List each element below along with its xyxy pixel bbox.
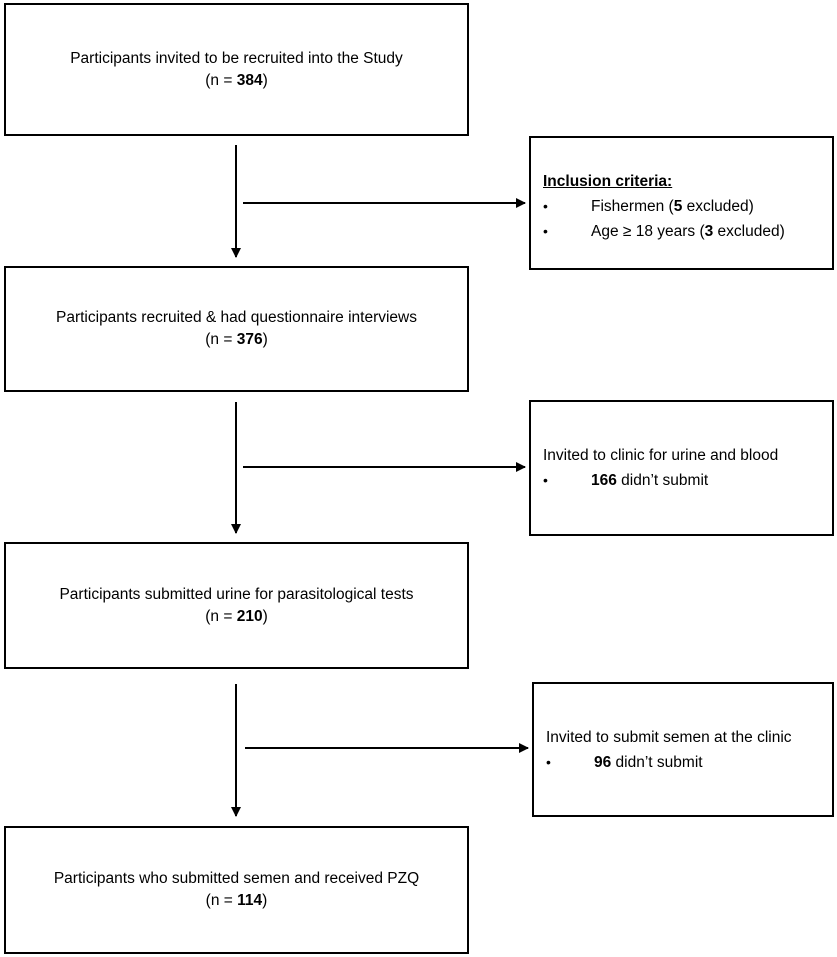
box-recruited-count: (n = 376) (205, 331, 268, 348)
box-recruited-text: Participants recruited & had questionnai… (56, 309, 417, 326)
clinic-semen-title: Invited to submit semen at the clinic (546, 729, 792, 746)
box-invited-text: Participants invited to be recruited int… (70, 49, 403, 67)
box-inclusion-criteria: Inclusion criteria: • Fishermen (5 exclu… (529, 136, 834, 270)
box-semen-text: Participants who submitted semen and rec… (53, 870, 420, 887)
inclusion-item-age: • Age ≥ 18 years (3 excluded) (543, 223, 785, 240)
box-recruited: Participants recruited & had questionnai… (4, 266, 469, 392)
clinic-urine-blood-item: • 166 didn’t submit (543, 472, 709, 489)
box-semen-count: (n = 114) (205, 892, 268, 909)
box-urine: Participants submitted urine for parasit… (4, 542, 469, 669)
box-urine-text: Participants submitted urine for parasit… (59, 585, 414, 603)
clinic-urine-blood-title: Invited to clinic for urine and blood (543, 447, 779, 464)
box-invited: Participants invited to be recruited int… (4, 3, 469, 136)
box-clinic-semen: Invited to submit semen at the clinic • … (532, 682, 834, 817)
box-semen: Participants who submitted semen and rec… (4, 826, 469, 954)
inclusion-heading: Inclusion criteria: (543, 173, 673, 190)
inclusion-item-fishermen: • Fishermen (5 excluded) (543, 198, 754, 215)
box-urine-count: (n = 210) (205, 607, 268, 625)
clinic-semen-item: • 96 didn’t submit (546, 754, 703, 771)
box-invited-count: (n = 384) (205, 71, 268, 89)
box-clinic-urine-blood: Invited to clinic for urine and blood • … (529, 400, 834, 536)
